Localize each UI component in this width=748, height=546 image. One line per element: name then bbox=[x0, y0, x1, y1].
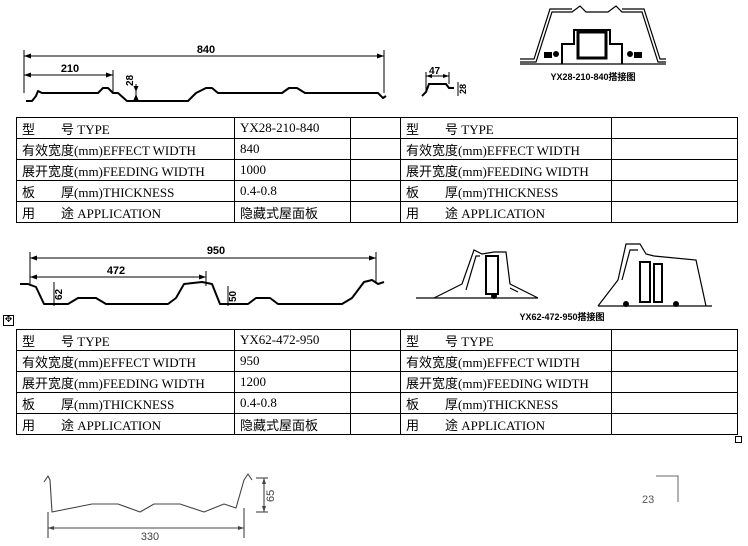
type-value: YX28-210-840 bbox=[234, 117, 351, 139]
table-cell bbox=[350, 329, 401, 351]
detail-47-label: 47 bbox=[429, 66, 441, 77]
spec-table-yx62: 型 号 TYPE YX62-472-950 型 号 TYPE 有效宽度(mm)E… bbox=[16, 329, 738, 435]
thickness-value: 0.4-0.8 bbox=[234, 392, 351, 414]
dim-330-label: 330 bbox=[141, 531, 159, 543]
application-value: 隐藏式屋面板 bbox=[234, 201, 351, 223]
feeding-width-value: 1000 bbox=[234, 159, 351, 181]
thickness-label: 板 厚(mm)THICKNESS bbox=[400, 392, 612, 414]
table-row: 用 途 APPLICATION 隐藏式屋面板 用 途 APPLICATION bbox=[16, 413, 738, 435]
type-value: YX62-472-950 bbox=[234, 329, 351, 351]
lap-joint-yx62-illustration: YX62-472-950搭接图 bbox=[416, 243, 712, 322]
table-cell bbox=[611, 329, 738, 351]
table-cell bbox=[350, 117, 401, 139]
table-row: 板 厚(mm)THICKNESS 0.4-0.8 板 厚(mm)THICKNES… bbox=[16, 180, 738, 202]
effect-width-label: 有效宽度(mm)EFFECT WIDTH bbox=[400, 350, 612, 372]
table-row: 展开宽度(mm)FEEDING WIDTH 1000 展开宽度(mm)FEEDI… bbox=[16, 159, 738, 181]
dim-50-label: 50 bbox=[228, 290, 239, 302]
thickness-value: 0.4-0.8 bbox=[234, 180, 351, 202]
effect-width-label: 有效宽度(mm)EFFECT WIDTH bbox=[400, 138, 612, 160]
table-row: 用 途 APPLICATION 隐藏式屋面板 用 途 APPLICATION bbox=[16, 201, 738, 223]
profile-yx62-drawing: 950 472 62 50 bbox=[20, 245, 385, 306]
dim-62-label: 62 bbox=[54, 288, 65, 300]
move-handle-icon[interactable]: ✥ bbox=[3, 315, 14, 326]
thickness-label: 板 厚(mm)THICKNESS bbox=[400, 180, 612, 202]
table-row: 型 号 TYPE YX62-472-950 型 号 TYPE bbox=[16, 329, 738, 351]
dim-210-label: 210 bbox=[61, 63, 79, 75]
thickness-label: 板 厚(mm)THICKNESS bbox=[16, 180, 235, 202]
lap-joint-yx28-illustration: YX28-210-840搭接图 bbox=[520, 5, 666, 82]
table-cell bbox=[611, 350, 738, 372]
table-cell bbox=[611, 159, 738, 181]
table-cell bbox=[350, 413, 401, 435]
detail-28-label: 28 bbox=[458, 84, 468, 94]
table-cell bbox=[611, 392, 738, 414]
table-row: 展开宽度(mm)FEEDING WIDTH 1200 展开宽度(mm)FEEDI… bbox=[16, 371, 738, 393]
page-corner-mark bbox=[656, 475, 679, 502]
application-label: 用 途 APPLICATION bbox=[400, 201, 612, 223]
application-label: 用 途 APPLICATION bbox=[16, 201, 235, 223]
effect-width-value: 950 bbox=[234, 350, 351, 372]
dim-65-label: 65 bbox=[265, 490, 277, 502]
application-label: 用 途 APPLICATION bbox=[16, 413, 235, 435]
spec-table-yx28: 型 号 TYPE YX28-210-840 型 号 TYPE 有效宽度(mm)E… bbox=[16, 117, 738, 223]
table-row: 有效宽度(mm)EFFECT WIDTH 950 有效宽度(mm)EFFECT … bbox=[16, 350, 738, 372]
lap-joint-yx28-caption: YX28-210-840搭接图 bbox=[550, 71, 635, 82]
application-label: 用 途 APPLICATION bbox=[400, 413, 612, 435]
feeding-width-label: 展开宽度(mm)FEEDING WIDTH bbox=[400, 371, 612, 393]
table-cell bbox=[611, 201, 738, 223]
table-cell bbox=[611, 413, 738, 435]
dim-472-label: 472 bbox=[107, 265, 125, 277]
feeding-width-label: 展开宽度(mm)FEEDING WIDTH bbox=[16, 371, 235, 393]
table-cell bbox=[350, 180, 401, 202]
table-cell bbox=[350, 371, 401, 393]
page-number: 23 bbox=[642, 494, 655, 506]
table-row: 有效宽度(mm)EFFECT WIDTH 840 有效宽度(mm)EFFECT … bbox=[16, 138, 738, 160]
profile-yx28-detail: 47 28 bbox=[421, 66, 468, 97]
dim-950-label: 950 bbox=[207, 245, 225, 257]
type-label: 型 号 TYPE bbox=[16, 329, 235, 351]
table-cell bbox=[350, 201, 401, 223]
profile-yx28-drawing: 840 210 28 bbox=[23, 44, 387, 102]
effect-width-value: 840 bbox=[234, 138, 351, 160]
table-cell bbox=[611, 117, 738, 139]
table-row: 板 厚(mm)THICKNESS 0.4-0.8 板 厚(mm)THICKNES… bbox=[16, 392, 738, 414]
dim-28-label: 28 bbox=[125, 74, 136, 86]
profile-330-drawing: 330 65 bbox=[43, 473, 277, 543]
type-label: 型 号 TYPE bbox=[400, 117, 612, 139]
lap-joint-yx62-caption: YX62-472-950搭接图 bbox=[519, 311, 604, 322]
dim-840-label: 840 bbox=[197, 44, 215, 56]
feeding-width-value: 1200 bbox=[234, 371, 351, 393]
effect-width-label: 有效宽度(mm)EFFECT WIDTH bbox=[16, 350, 235, 372]
table-row: 型 号 TYPE YX28-210-840 型 号 TYPE bbox=[16, 117, 738, 139]
table-cell bbox=[350, 350, 401, 372]
type-label: 型 号 TYPE bbox=[16, 117, 235, 139]
application-value: 隐藏式屋面板 bbox=[234, 413, 351, 435]
feeding-width-label: 展开宽度(mm)FEEDING WIDTH bbox=[16, 159, 235, 181]
table-cell bbox=[350, 392, 401, 414]
table-cell bbox=[350, 159, 401, 181]
type-label: 型 号 TYPE bbox=[400, 329, 612, 351]
table-cell bbox=[350, 138, 401, 160]
table-cell bbox=[611, 180, 738, 202]
effect-width-label: 有效宽度(mm)EFFECT WIDTH bbox=[16, 138, 235, 160]
feeding-width-label: 展开宽度(mm)FEEDING WIDTH bbox=[400, 159, 612, 181]
table-cell bbox=[611, 371, 738, 393]
thickness-label: 板 厚(mm)THICKNESS bbox=[16, 392, 235, 414]
table-resize-handle[interactable] bbox=[735, 436, 742, 443]
table-cell bbox=[611, 138, 738, 160]
